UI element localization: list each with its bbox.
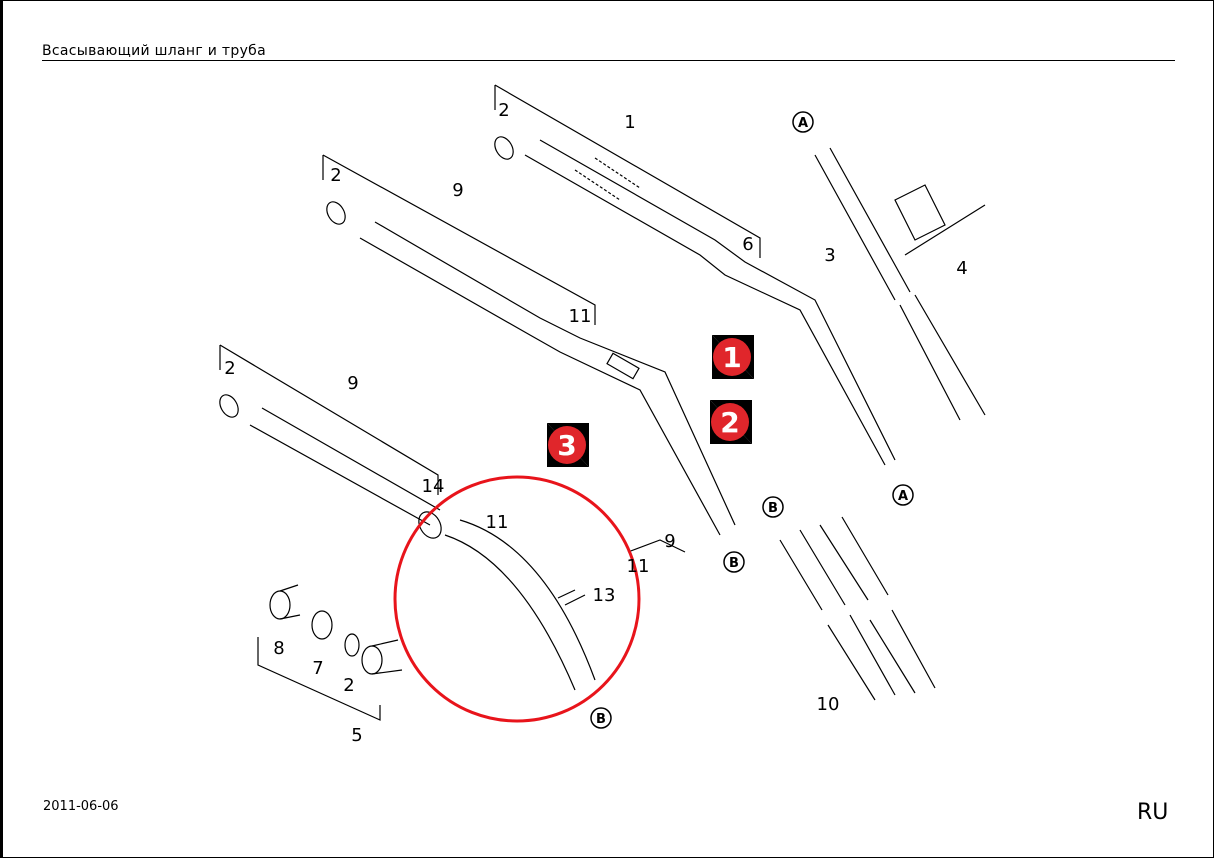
part-label-1: 1 [624, 112, 635, 133]
svg-text:B: B [729, 556, 739, 571]
svg-text:B: B [596, 712, 606, 727]
pipe-3 [814, 147, 986, 421]
part-label-4: 4 [956, 258, 967, 279]
variant-marker-3: 3 [547, 423, 589, 467]
language-code: RU [1137, 800, 1169, 825]
variant-markers: 1 2 3 [547, 335, 754, 467]
part-label-2: 2 [330, 165, 341, 186]
part-label-2: 2 [224, 358, 235, 379]
part-label-7: 7 [312, 658, 323, 679]
part-label-13: 13 [593, 585, 616, 606]
part-label-14: 14 [422, 476, 445, 497]
variant-marker-2: 2 [710, 400, 752, 444]
part-label-2: 2 [343, 675, 354, 696]
variant-marker-1: 1 [712, 335, 754, 379]
part-label-6: 6 [742, 234, 753, 255]
highlight-circle [393, 475, 641, 723]
hose-assembly-1 [494, 84, 896, 466]
title-rule [42, 60, 1175, 61]
svg-text:A: A [898, 489, 908, 504]
accessory-parts [257, 539, 686, 721]
svg-text:B: B [768, 501, 778, 516]
page-title: Всасывающий шланг и труба [42, 43, 266, 59]
part-label-9: 9 [452, 180, 463, 201]
part-label-11: 11 [486, 512, 509, 533]
connector-B: B [723, 551, 745, 573]
part-label-11: 11 [569, 306, 592, 327]
connector-B: B [590, 707, 612, 729]
connector-A: A [892, 484, 914, 506]
connector-A: A [792, 111, 814, 133]
connector-B: B [762, 496, 784, 518]
pipes-10 [779, 516, 936, 701]
hose-assembly-9-upper [322, 154, 736, 536]
part-label-9: 9 [347, 373, 358, 394]
part-label-2: 2 [498, 100, 509, 121]
hose-assembly-9-lower [219, 344, 596, 691]
part-label-10: 10 [817, 694, 840, 715]
part-label-11: 11 [627, 556, 650, 577]
svg-text:1: 1 [722, 341, 741, 374]
svg-text:2: 2 [720, 406, 739, 439]
svg-text:3: 3 [557, 429, 576, 462]
part-label-9: 9 [664, 531, 675, 552]
part-label-5: 5 [351, 725, 362, 746]
part-label-3: 3 [824, 245, 835, 266]
hose-assemblies [219, 84, 986, 721]
svg-text:A: A [798, 116, 808, 131]
part-label-8: 8 [273, 638, 284, 659]
connector-labels: A A B B B [590, 111, 914, 729]
print-date: 2011-06-06 [43, 799, 119, 814]
